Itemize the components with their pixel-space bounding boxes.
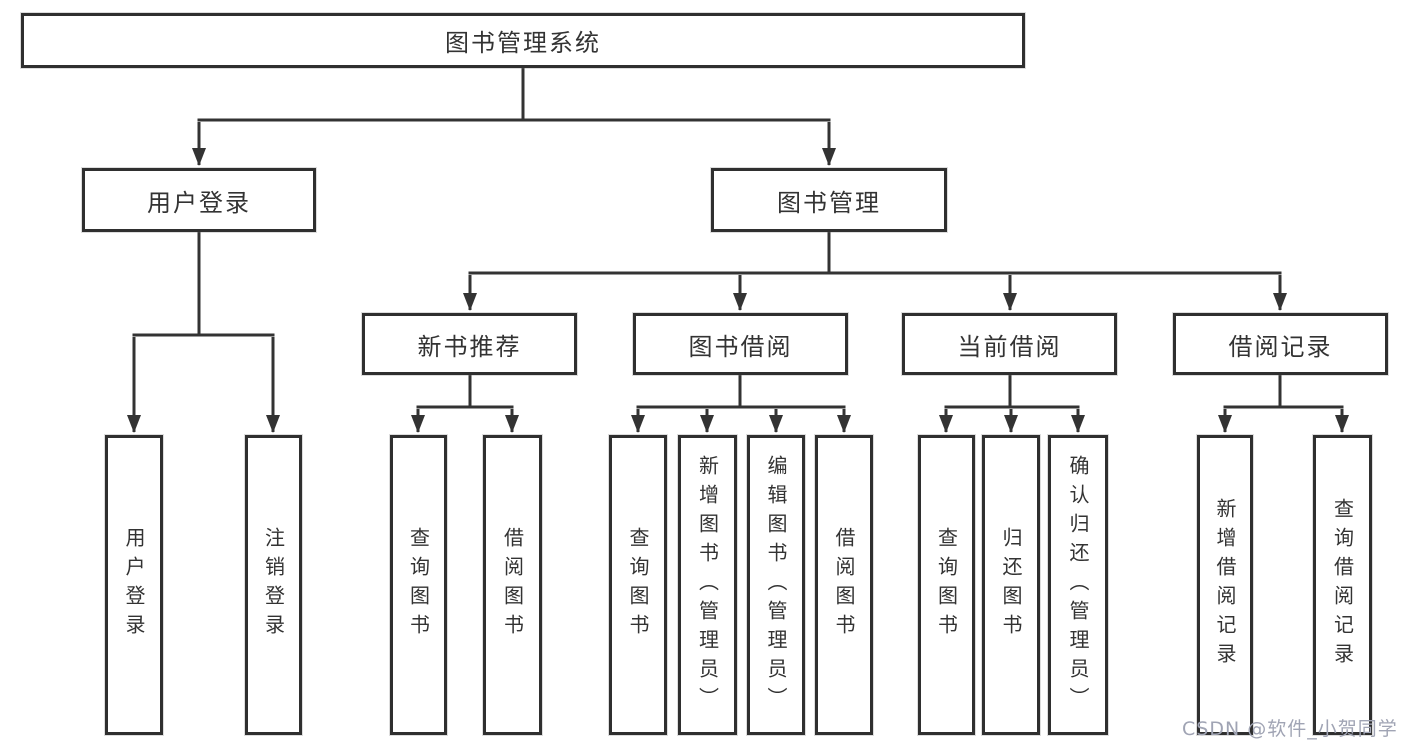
leaf-borrow-add-books-admin: 新增图书（管理员） — [678, 435, 737, 735]
node-label: 用户登录 — [147, 188, 251, 217]
node-label: 图书管理系统 — [445, 29, 601, 57]
node-borrow-records: 借阅记录 — [1173, 313, 1388, 375]
node-label: 归还图书 — [999, 527, 1023, 643]
leaf-current-confirm-return-admin: 确认归还（管理员） — [1048, 435, 1108, 735]
leaf-current-return-books: 归还图书 — [982, 435, 1040, 735]
connector-trunks — [132, 66, 1344, 409]
node-label: 查询图书 — [934, 527, 959, 643]
node-label: 借阅图书 — [500, 527, 525, 643]
leaf-records-query-borrow-record: 查询借阅记录 — [1313, 435, 1372, 735]
leaf-borrow-edit-books-admin: 编辑图书（管理员） — [747, 435, 805, 735]
node-label: 图书管理 — [777, 188, 881, 217]
leaf-borrow-borrow-books: 借阅图书 — [815, 435, 873, 735]
leaf-records-add-borrow-record: 新增借阅记录 — [1197, 435, 1253, 735]
csdn-watermark: CSDN @软件_小贺同学 — [1182, 718, 1398, 740]
leaf-newrec-borrow-books: 借阅图书 — [483, 435, 542, 735]
node-label: 用户登录 — [122, 527, 146, 643]
node-label: 借阅图书 — [832, 527, 856, 643]
node-label: 当前借阅 — [957, 332, 1062, 361]
leaf-newrec-query-books: 查询图书 — [390, 435, 447, 735]
leaf-borrow-query-books: 查询图书 — [609, 435, 667, 735]
node-label: 注销登录 — [261, 527, 286, 643]
leaf-logout: 注销登录 — [245, 435, 302, 735]
node-label: 借阅记录 — [1228, 332, 1333, 361]
node-label: 编辑图书（管理员） — [764, 454, 788, 716]
node-current-borrow: 当前借阅 — [902, 313, 1117, 375]
node-label: 图书借阅 — [688, 332, 793, 361]
node-label: 新增图书（管理员） — [695, 454, 720, 716]
node-root: 图书管理系统 — [21, 13, 1025, 68]
leaf-user-login: 用户登录 — [105, 435, 163, 735]
node-label: 新书推荐 — [417, 332, 522, 361]
node-label: 确认归还（管理员） — [1066, 454, 1090, 716]
node-new-book-recommend: 新书推荐 — [362, 313, 577, 375]
node-label: 查询图书 — [626, 527, 650, 643]
node-label: 新增借阅记录 — [1213, 498, 1237, 672]
node-label: 查询图书 — [406, 527, 431, 643]
node-book-borrow: 图书借阅 — [633, 313, 848, 375]
connector-arrows — [127, 122, 1349, 433]
node-label: 查询借阅记录 — [1330, 498, 1355, 672]
leaf-current-query-books: 查询图书 — [918, 435, 975, 735]
node-book-management: 图书管理 — [711, 168, 947, 232]
node-user-login: 用户登录 — [82, 168, 316, 232]
